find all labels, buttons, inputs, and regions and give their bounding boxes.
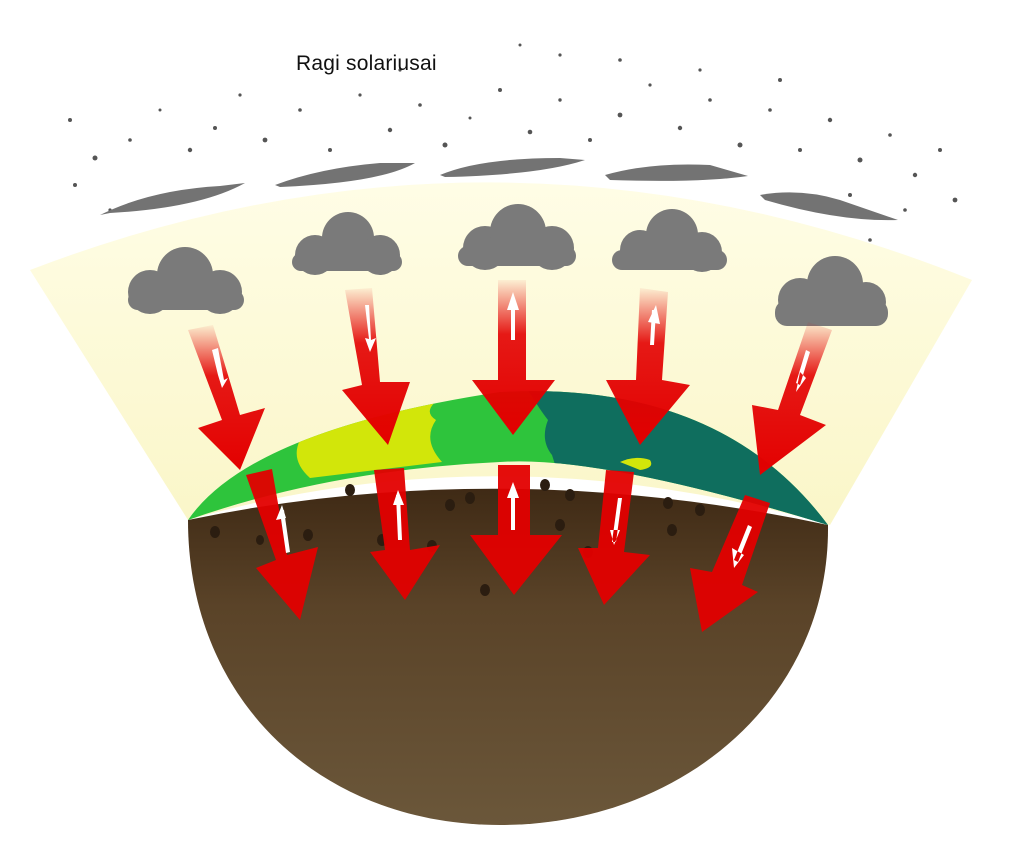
yellow-land bbox=[296, 395, 445, 478]
arrow-4 bbox=[578, 288, 690, 605]
cloud-2 bbox=[292, 212, 402, 275]
arrow-5 bbox=[690, 322, 832, 632]
cloud-3 bbox=[458, 204, 576, 270]
cloud-5 bbox=[775, 256, 888, 326]
arrow-1 bbox=[188, 325, 318, 620]
diagram-title: Ragi solariusai bbox=[296, 52, 437, 75]
sunlight-arrows bbox=[188, 280, 832, 632]
arrow-3 bbox=[470, 280, 562, 595]
cloud-4 bbox=[612, 209, 727, 272]
clouds bbox=[128, 204, 888, 326]
upper-cloud-slabs bbox=[100, 158, 898, 221]
soil-hemisphere bbox=[188, 488, 829, 825]
arrow-2 bbox=[342, 288, 440, 600]
cloud-1 bbox=[128, 247, 244, 314]
yellow-patch bbox=[620, 457, 652, 470]
